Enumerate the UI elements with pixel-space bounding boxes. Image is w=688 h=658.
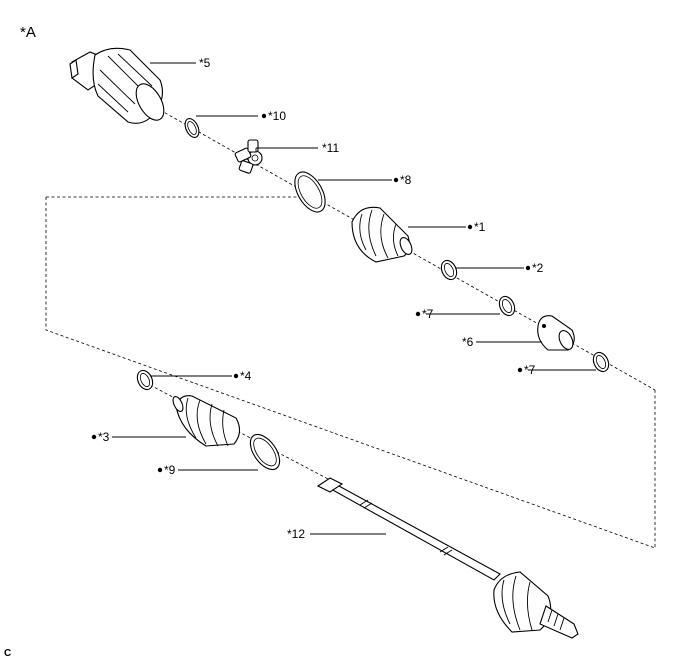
bullet-part-2 [525, 265, 531, 271]
label-part-2: *2 [532, 261, 544, 275]
assembly-outline [45, 196, 656, 549]
leader-lines [112, 62, 596, 535]
boot-clamp-small-inboard [440, 259, 458, 281]
label-part-11: *11 [322, 141, 339, 155]
bullet-part-7-upper [415, 311, 421, 317]
outer-joint-housing [69, 47, 165, 124]
dynamic-damper [537, 315, 575, 351]
damper-clamp-upper [498, 295, 516, 317]
inboard-boot [351, 206, 413, 263]
label-part-3: *3 [98, 430, 110, 444]
bullet-part-9 [157, 467, 163, 473]
corner-code: C [4, 648, 11, 658]
label-part-7-upper: *7 [422, 307, 434, 321]
outboard-boot [172, 395, 241, 447]
label-part-5: *5 [199, 56, 211, 70]
tripod-joint [234, 139, 263, 174]
label-part-8: *8 [400, 173, 412, 187]
snap-ring [184, 118, 200, 138]
label-part-6: *6 [462, 335, 474, 349]
bullet-part-10 [261, 113, 267, 119]
bullet-part-8 [393, 177, 399, 183]
label-part-4: *4 [240, 369, 252, 383]
label-part-10: *10 [268, 109, 286, 123]
label-part-12: *12 [287, 527, 305, 541]
boot-clamp-large [294, 171, 326, 213]
damper-clamp-lower [592, 351, 610, 373]
label-part-7-lower: *7 [524, 363, 536, 377]
label-part-9: *9 [164, 463, 176, 477]
bullet-part-4 [233, 373, 239, 379]
boot-clamp-small-outboard [136, 369, 154, 391]
boot-clamp-large-outboard [249, 433, 281, 471]
drive-shaft [316, 477, 579, 639]
label-part-1: *1 [474, 220, 486, 234]
bullet-part-1 [467, 224, 473, 230]
part-labels: *5 *10 *11 *8 *1 *2 *7 *6 *7 *4 *3 *9 *1… [91, 56, 544, 541]
bullet-part-7-lower [517, 367, 523, 373]
bullet-part-3 [91, 434, 97, 440]
view-label: *A [20, 24, 36, 41]
